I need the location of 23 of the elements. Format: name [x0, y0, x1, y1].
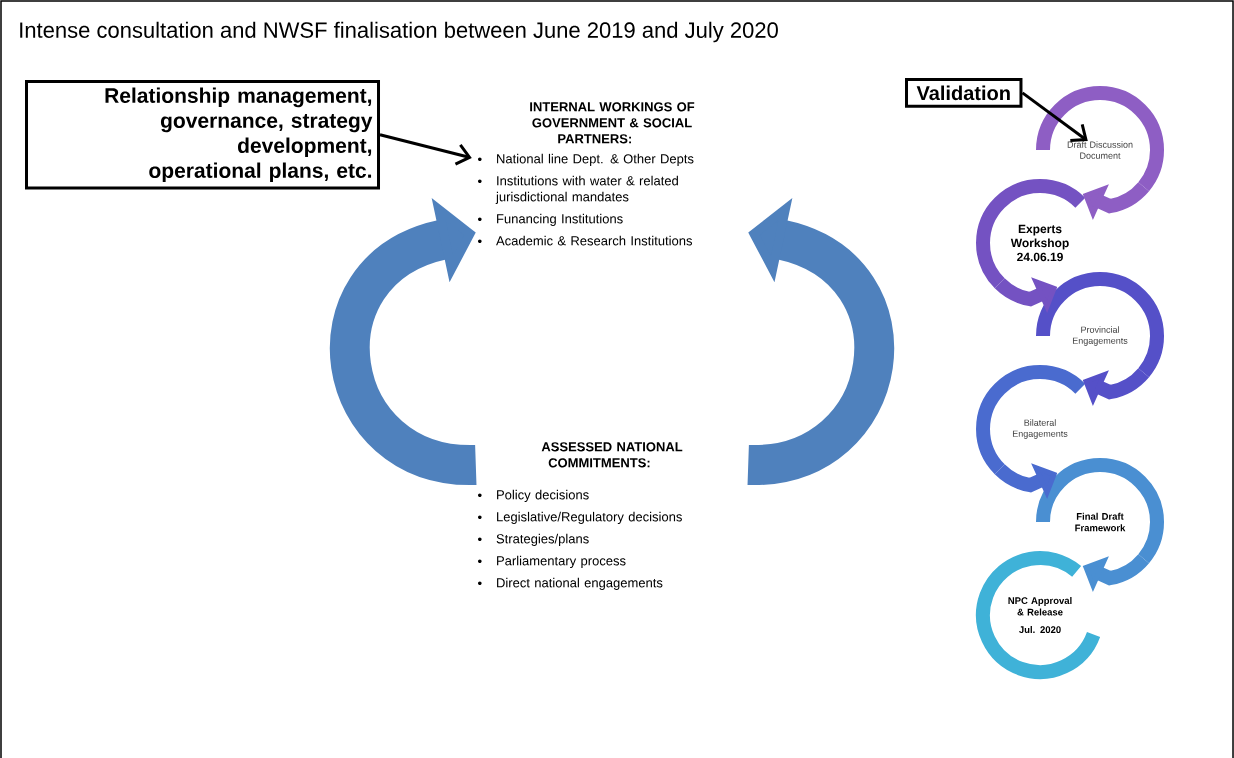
- bullet-item: Parliamentary process: [478, 555, 626, 568]
- text-box: Validation: [905, 78, 1023, 108]
- heading: ASSESSED NATIONAL COMMITMENTS:: [541, 442, 683, 468]
- bullet-item: Direct national engagements: [478, 577, 663, 590]
- stage-label: Experts Workshop 24.06.19: [1010, 224, 1069, 262]
- stage-label: Draft Discussion Document: [1067, 141, 1133, 159]
- title: Intense consultation and NWSF finalisation between June 2019 and July 2020: [20, 21, 778, 43]
- bullet-item: Funancing Institutions: [478, 213, 623, 226]
- bullet-item: Legislative/Regulatory decisions: [478, 511, 682, 524]
- stage-label: NPC Approval & Release: [1008, 597, 1072, 616]
- bullet-item: Academic & Research Institutions: [478, 235, 693, 246]
- stage-label: Provincial Engagements: [1073, 326, 1128, 346]
- bullet-item: Policy decisions: [478, 489, 589, 502]
- bullet-item: National line Dept. & Other Depts: [478, 153, 694, 166]
- text-box: Relationship management, governance, strategy development, operational plans, etc.: [25, 80, 380, 190]
- stage-label: Jul. 2020: [1019, 626, 1061, 633]
- stage-label: Bilateral Engagements: [1013, 419, 1068, 439]
- arrow: [1021, 91, 1088, 143]
- heading: INTERNAL WORKINGS OF GOVERNMENT & SOCIAL PARTNERS:: [530, 102, 695, 144]
- stage-label: Final Draft Framework: [1075, 512, 1126, 532]
- arrow: [379, 133, 472, 166]
- bullet-item: Strategies/plans: [478, 533, 589, 546]
- bullet-item: Institutions with water & related jurisdictional mandates: [478, 175, 678, 204]
